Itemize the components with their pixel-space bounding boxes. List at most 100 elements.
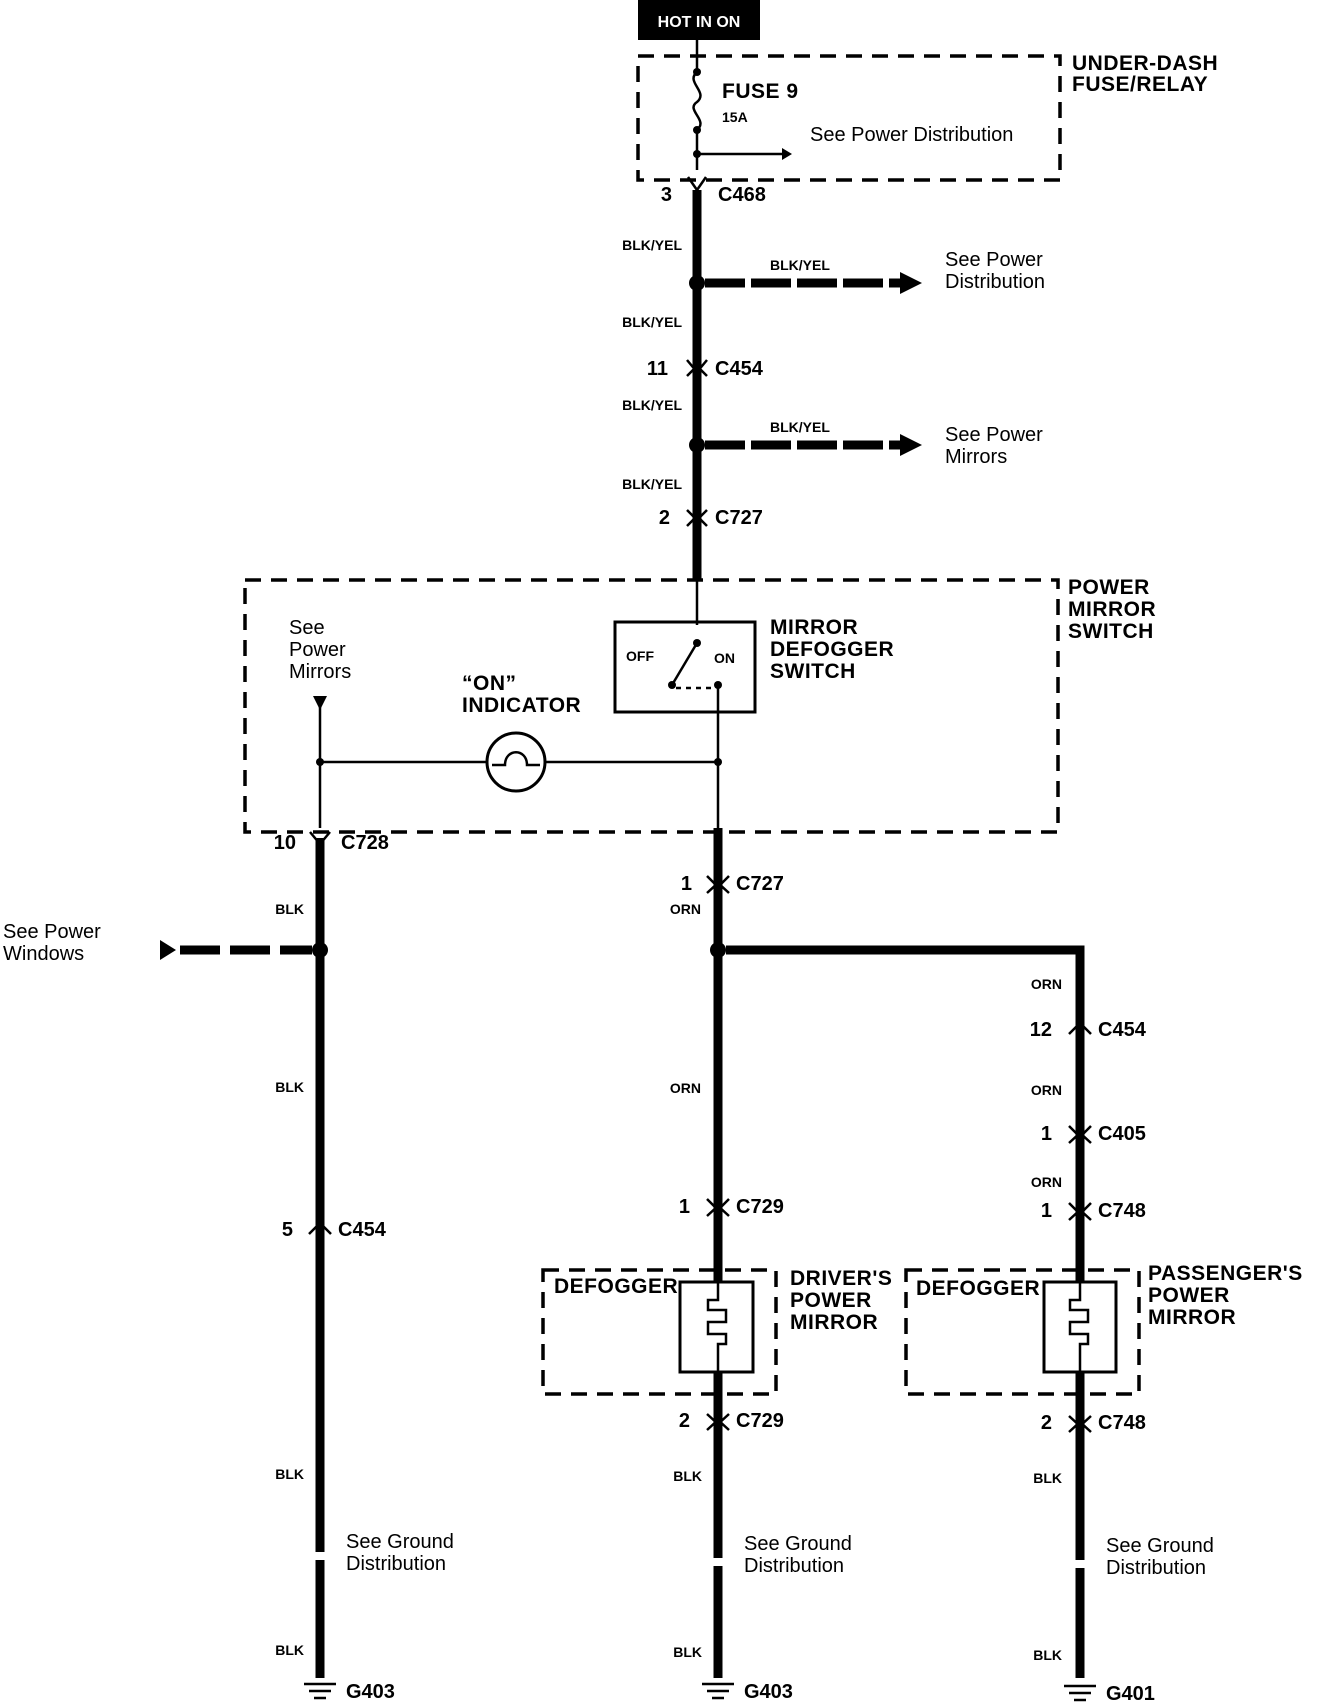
branch-power-distribution-line2: Distribution bbox=[945, 271, 1045, 293]
connector-c727-top bbox=[686, 509, 708, 527]
ground-see-left-line2: Distribution bbox=[346, 1553, 446, 1575]
ground-see-right-line1: See Ground bbox=[1106, 1535, 1214, 1557]
wire-label-blk-right-1: BLK bbox=[1033, 1470, 1062, 1486]
c454-right-pin: 12 bbox=[1030, 1019, 1052, 1041]
connector-c454-left bbox=[308, 1221, 332, 1235]
c729-top-name: C729 bbox=[736, 1196, 784, 1218]
c405-name: C405 bbox=[1098, 1123, 1146, 1145]
c454-top-name: C454 bbox=[715, 358, 764, 380]
fuse-box-name-line1: UNDER-DASH bbox=[1072, 52, 1218, 75]
connector-c727-bottom bbox=[706, 875, 730, 894]
c728-pin: 10 bbox=[274, 832, 296, 854]
fuse-symbol bbox=[692, 71, 702, 131]
switch-on-label: ON bbox=[714, 650, 735, 666]
c727-bottom-pin: 1 bbox=[681, 873, 692, 895]
fuse-box-outline bbox=[636, 54, 1062, 182]
on-indicator-line2: INDICATOR bbox=[462, 694, 581, 717]
wire-label-blk-left-4: BLK bbox=[275, 1642, 304, 1658]
connector-c728 bbox=[309, 831, 331, 846]
switch-off-label: OFF bbox=[626, 648, 654, 664]
fuse-box-name-line2: FUSE/RELAY bbox=[1072, 73, 1208, 96]
wire-label-blk-yel-2: BLK/YEL bbox=[770, 257, 830, 273]
c748-top-pin: 1 bbox=[1041, 1200, 1052, 1222]
drivers-mirror-line2: POWER bbox=[790, 1289, 872, 1312]
drivers-defogger-heater-icon bbox=[706, 1282, 728, 1372]
drivers-mirror-outline bbox=[541, 1268, 778, 1396]
branch-power-mirrors-line1: See Power bbox=[945, 424, 1043, 446]
switch-see-line2: Power bbox=[289, 639, 346, 661]
wire-label-blk-yel-4: BLK/YEL bbox=[622, 397, 682, 413]
connector-c729-bottom bbox=[706, 1413, 730, 1431]
drivers-defogger-element bbox=[678, 1280, 755, 1374]
drivers-defogger-label: DEFOGGER bbox=[554, 1275, 678, 1298]
mirror-defogger-switch-box bbox=[613, 620, 757, 714]
wire-label-blk-middle-2: BLK bbox=[673, 1644, 702, 1660]
connector-c748-top bbox=[1068, 1202, 1092, 1221]
wire-label-blk-yel-1: BLK/YEL bbox=[622, 237, 682, 253]
c729-top-pin: 1 bbox=[679, 1196, 690, 1218]
c454-left-name: C454 bbox=[338, 1219, 387, 1241]
on-indicator-line1: “ON” bbox=[462, 672, 517, 695]
ground-g403-middle-icon bbox=[702, 1682, 734, 1700]
connector-c729-top bbox=[706, 1198, 730, 1217]
ground-see-middle-line2: Distribution bbox=[744, 1555, 844, 1577]
ground-g403-left-icon bbox=[304, 1682, 336, 1700]
passengers-mirror-line1: PASSENGER'S bbox=[1148, 1262, 1303, 1285]
switch-see-line1: See bbox=[289, 617, 325, 639]
c405-pin: 1 bbox=[1041, 1123, 1052, 1145]
wire-label-orn-right-1: ORN bbox=[1031, 976, 1062, 992]
fuse-see-power-distribution: See Power Distribution bbox=[810, 124, 1013, 146]
passengers-mirror-line2: POWER bbox=[1148, 1284, 1230, 1307]
ground-g403-middle: G403 bbox=[744, 1681, 793, 1703]
ground-g401-right: G401 bbox=[1106, 1683, 1155, 1705]
fuse-rating: 15A bbox=[722, 109, 748, 125]
mirror-defogger-switch-line3: SWITCH bbox=[770, 660, 856, 683]
wire-label-blk-middle-1: BLK bbox=[673, 1468, 702, 1484]
c454-top-pin: 11 bbox=[647, 358, 668, 380]
c454-right-name: C454 bbox=[1098, 1019, 1147, 1041]
c748-bottom-pin: 2 bbox=[1041, 1412, 1052, 1434]
wire-label-blk-left-3: BLK bbox=[275, 1466, 304, 1482]
ground-g403-left: G403 bbox=[346, 1681, 395, 1703]
power-mirror-switch-outline bbox=[243, 578, 1060, 834]
c729-bottom-pin: 2 bbox=[679, 1410, 690, 1432]
c454-left-pin: 5 bbox=[282, 1219, 293, 1241]
wire-label-orn-2: ORN bbox=[670, 1080, 701, 1096]
c468-pin: 3 bbox=[661, 184, 672, 206]
c727-bottom-name: C727 bbox=[736, 873, 784, 895]
ground-see-left-line1: See Ground bbox=[346, 1531, 454, 1553]
on-indicator-lamp-icon bbox=[485, 731, 547, 793]
power-mirror-switch-line3: SWITCH bbox=[1068, 620, 1154, 643]
power-mirror-switch-line2: MIRROR bbox=[1068, 598, 1156, 621]
mirror-defogger-switch-line1: MIRROR bbox=[770, 616, 858, 639]
ground-g401-right-icon bbox=[1064, 1684, 1096, 1702]
wire-label-orn-right-2: ORN bbox=[1031, 1082, 1062, 1098]
connector-c454-top bbox=[686, 359, 708, 377]
power-mirror-switch-line1: POWER bbox=[1068, 576, 1150, 599]
c727-top-pin: 2 bbox=[659, 507, 670, 529]
c727-top-name: C727 bbox=[715, 507, 763, 529]
ground-see-middle-line1: See Ground bbox=[744, 1533, 852, 1555]
wire-label-blk-yel-3: BLK/YEL bbox=[622, 314, 682, 330]
connector-c405 bbox=[1068, 1125, 1092, 1144]
wire-label-orn-right-3: ORN bbox=[1031, 1174, 1062, 1190]
hot-in-on-label: HOT IN ON bbox=[658, 14, 741, 31]
branch-power-windows-line1: See Power bbox=[3, 921, 101, 943]
branch-power-mirrors-line2: Mirrors bbox=[945, 446, 1007, 468]
passengers-defogger-label: DEFOGGER bbox=[916, 1277, 1040, 1300]
c728-name: C728 bbox=[341, 832, 389, 854]
mirror-defogger-switch-line2: DEFOGGER bbox=[770, 638, 894, 661]
branch-power-distribution-line1: See Power bbox=[945, 249, 1043, 271]
wire-label-blk-yel-6: BLK/YEL bbox=[622, 476, 682, 492]
drivers-mirror-line3: MIRROR bbox=[790, 1311, 878, 1334]
connector-c748-bottom bbox=[1068, 1415, 1092, 1433]
wire-label-blk-yel-5: BLK/YEL bbox=[770, 419, 830, 435]
wire-label-blk-left-1: BLK bbox=[275, 901, 304, 917]
wire-label-blk-left-2: BLK bbox=[275, 1079, 304, 1095]
wire-label-orn-1: ORN bbox=[670, 901, 701, 917]
wire-label-blk-right-2: BLK bbox=[1033, 1647, 1062, 1663]
passengers-mirror-outline bbox=[904, 1268, 1141, 1396]
passengers-mirror-line3: MIRROR bbox=[1148, 1306, 1236, 1329]
c729-bottom-name: C729 bbox=[736, 1410, 784, 1432]
c748-bottom-name: C748 bbox=[1098, 1412, 1146, 1434]
